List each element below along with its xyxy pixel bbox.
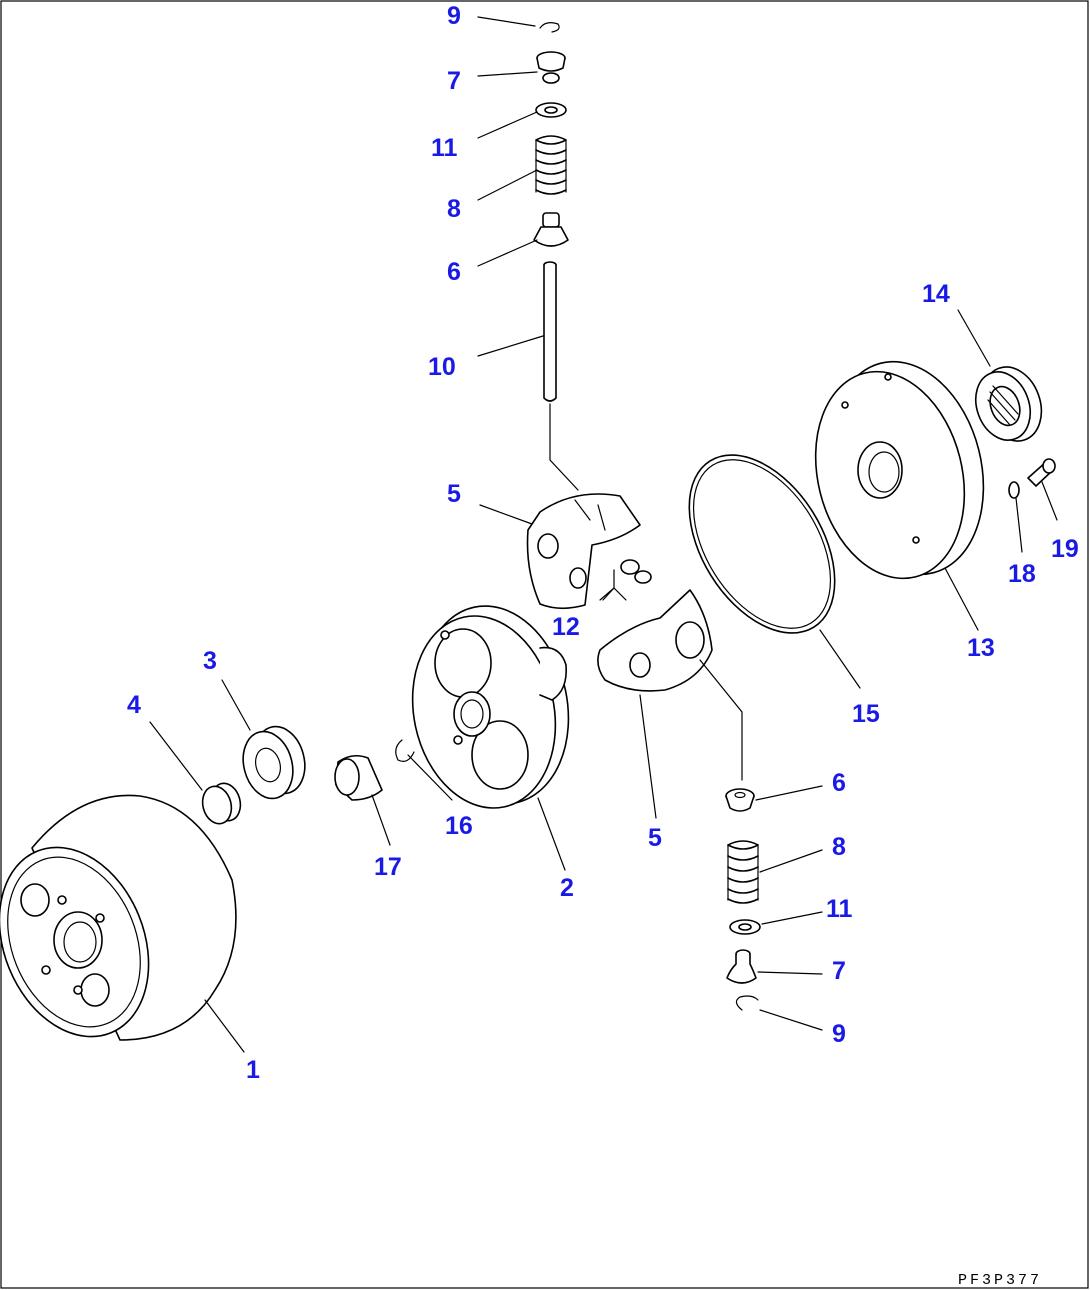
callout-12: 12 — [552, 613, 580, 641]
callout-4: 4 — [127, 691, 141, 719]
part-4-bushing — [201, 782, 242, 825]
callout-9-bottom: 9 — [832, 1020, 846, 1048]
part-7-valve-cap-top — [536, 51, 566, 84]
part-11-washer-bottom — [729, 919, 761, 935]
callout-10: 10 — [428, 353, 456, 381]
part-2-valve-plate — [411, 605, 570, 809]
part-1-housing — [0, 794, 237, 1041]
callout-9-top: 9 — [447, 2, 461, 30]
callouts: 9 7 11 8 6 10 5 12 14 19 18 13 15 3 4 16… — [127, 2, 1079, 1084]
callout-11-top: 11 — [431, 134, 458, 162]
callout-2: 2 — [560, 874, 574, 902]
leader-lines — [149, 16, 1058, 1053]
callout-18: 18 — [1008, 560, 1036, 588]
part-5-sector-lower — [597, 589, 743, 781]
callout-6-top: 6 — [447, 258, 461, 286]
callout-17: 17 — [374, 853, 402, 881]
callout-6-bottom: 6 — [832, 769, 846, 797]
part-6-valve-seat-top — [533, 212, 569, 247]
callout-7-bottom: 7 — [832, 957, 846, 985]
callout-1: 1 — [246, 1056, 260, 1084]
callout-8-top: 8 — [447, 195, 461, 223]
part-19-bolt — [1027, 458, 1056, 487]
part-14-oil-seal — [974, 366, 1043, 442]
callout-5-lower: 5 — [648, 824, 662, 852]
callout-13: 13 — [967, 634, 995, 662]
part-3-bearing — [242, 725, 306, 800]
callout-3: 3 — [203, 647, 217, 675]
part-13-cover — [814, 360, 985, 580]
callout-15: 15 — [852, 700, 880, 728]
part-15-o-ring — [688, 454, 836, 634]
part-9-snap-ring-bottom — [735, 995, 759, 1011]
callout-5-upper: 5 — [447, 480, 461, 508]
part-12-pins — [602, 559, 652, 601]
part-8-spring-bottom — [727, 840, 759, 904]
part-18-washer — [1008, 481, 1020, 499]
part-17-sleeve — [334, 754, 383, 801]
part-8-spring-top — [535, 135, 567, 195]
callout-8-bottom: 8 — [832, 833, 846, 861]
callout-19: 19 — [1051, 535, 1079, 563]
part-7-valve-cap-bottom — [726, 949, 757, 984]
callout-7-top: 7 — [447, 67, 461, 95]
part-10-rod — [543, 261, 579, 491]
part-11-washer-top — [535, 102, 567, 118]
part-6-valve-seat-bottom — [725, 788, 755, 812]
callout-11-bottom: 11 — [826, 895, 853, 923]
part-5-sector-upper — [526, 493, 641, 610]
callout-16: 16 — [445, 812, 473, 840]
diagram-code: PF3P377 — [958, 1272, 1042, 1289]
callout-14: 14 — [922, 280, 950, 308]
part-9-snap-ring-top — [539, 22, 560, 33]
